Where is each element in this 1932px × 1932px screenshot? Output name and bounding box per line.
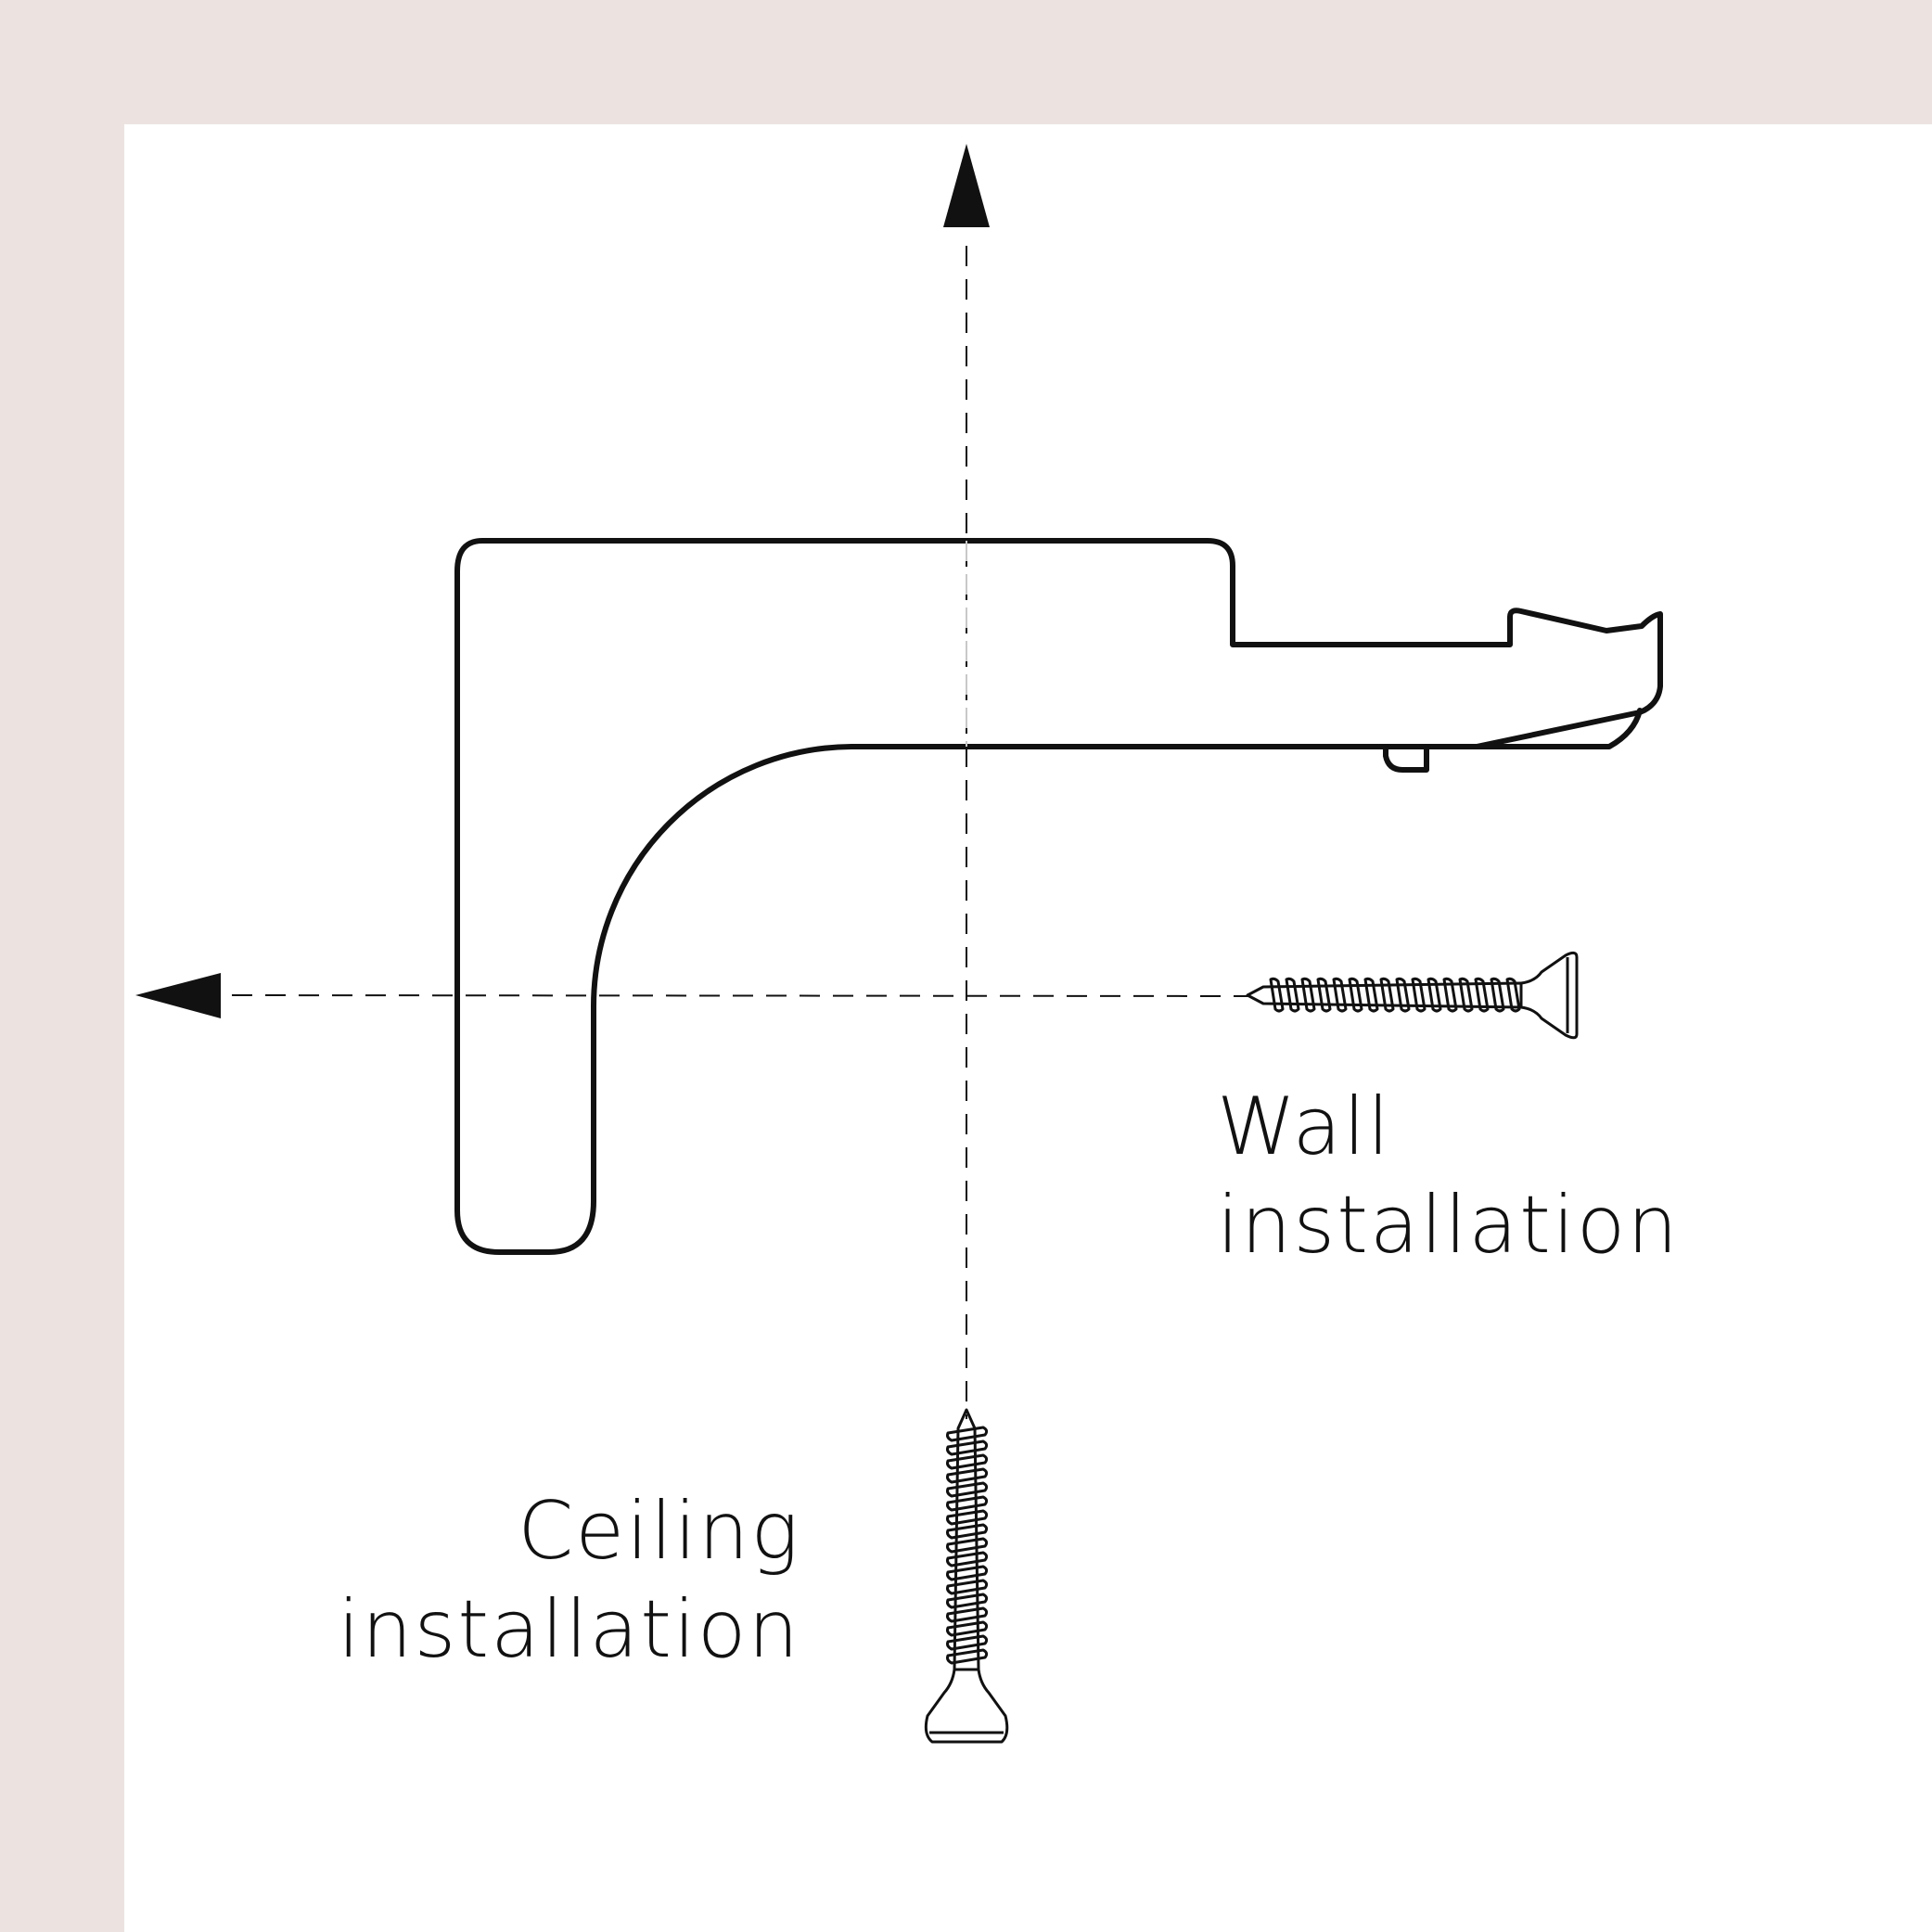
screw-thread — [946, 1593, 989, 1609]
screw-thread — [946, 1648, 989, 1665]
screw-thread — [946, 1537, 989, 1554]
screw-thread — [946, 1481, 989, 1498]
diagram-panel — [124, 124, 1932, 1932]
screw-thread — [1332, 977, 1348, 1013]
screw-thread — [1505, 977, 1521, 1013]
ceiling-label-line2: installation — [338, 1583, 800, 1676]
screw-thread — [946, 1495, 989, 1512]
ceiling-label-line1: Ceiling — [518, 1485, 800, 1578]
screw-thread — [1474, 977, 1490, 1013]
screw-thread — [946, 1606, 989, 1623]
screw-thread — [946, 1453, 989, 1470]
screw-thread — [946, 1551, 989, 1567]
wall-label-line2: installation — [1217, 1179, 1680, 1272]
arrow-up-icon — [943, 144, 990, 227]
screw-thread — [946, 1579, 989, 1595]
curtain-rod-bracket-icon — [454, 538, 1663, 1255]
screw-thread — [1442, 977, 1458, 1013]
screw-thread — [1427, 977, 1442, 1013]
ceiling-direction-axis — [943, 144, 990, 1419]
screw-thread — [1348, 977, 1363, 1013]
screw-thread — [946, 1634, 989, 1651]
screw-vertical-icon — [924, 1408, 1009, 1744]
wall-label-line1: Wall — [1217, 1081, 1392, 1173]
screw-thread — [1411, 977, 1427, 1013]
arrow-left-icon — [135, 973, 221, 1018]
screw-thread — [1269, 977, 1285, 1013]
screw-thread — [1300, 977, 1316, 1013]
screw-thread — [1285, 977, 1300, 1013]
screw-thread — [946, 1467, 989, 1484]
screw-thread — [1363, 977, 1379, 1013]
screw-thread — [1379, 977, 1395, 1013]
screw-thread — [946, 1565, 989, 1581]
screw-thread — [946, 1426, 989, 1442]
screw-horizontal-icon — [1246, 951, 1579, 1040]
screw-thread — [946, 1523, 989, 1540]
screw-thread — [1458, 977, 1474, 1013]
screw-thread — [946, 1439, 989, 1456]
wall-direction-axis — [135, 973, 1251, 1018]
ceiling-installation-label: Ceiling installation — [338, 1482, 800, 1679]
screw-thread — [1395, 977, 1411, 1013]
screw-thread — [1490, 977, 1505, 1013]
screw-thread — [946, 1620, 989, 1637]
screw-thread — [1316, 977, 1332, 1013]
screw-thread — [946, 1509, 989, 1526]
wall-installation-label: Wall installation — [1217, 1078, 1680, 1274]
